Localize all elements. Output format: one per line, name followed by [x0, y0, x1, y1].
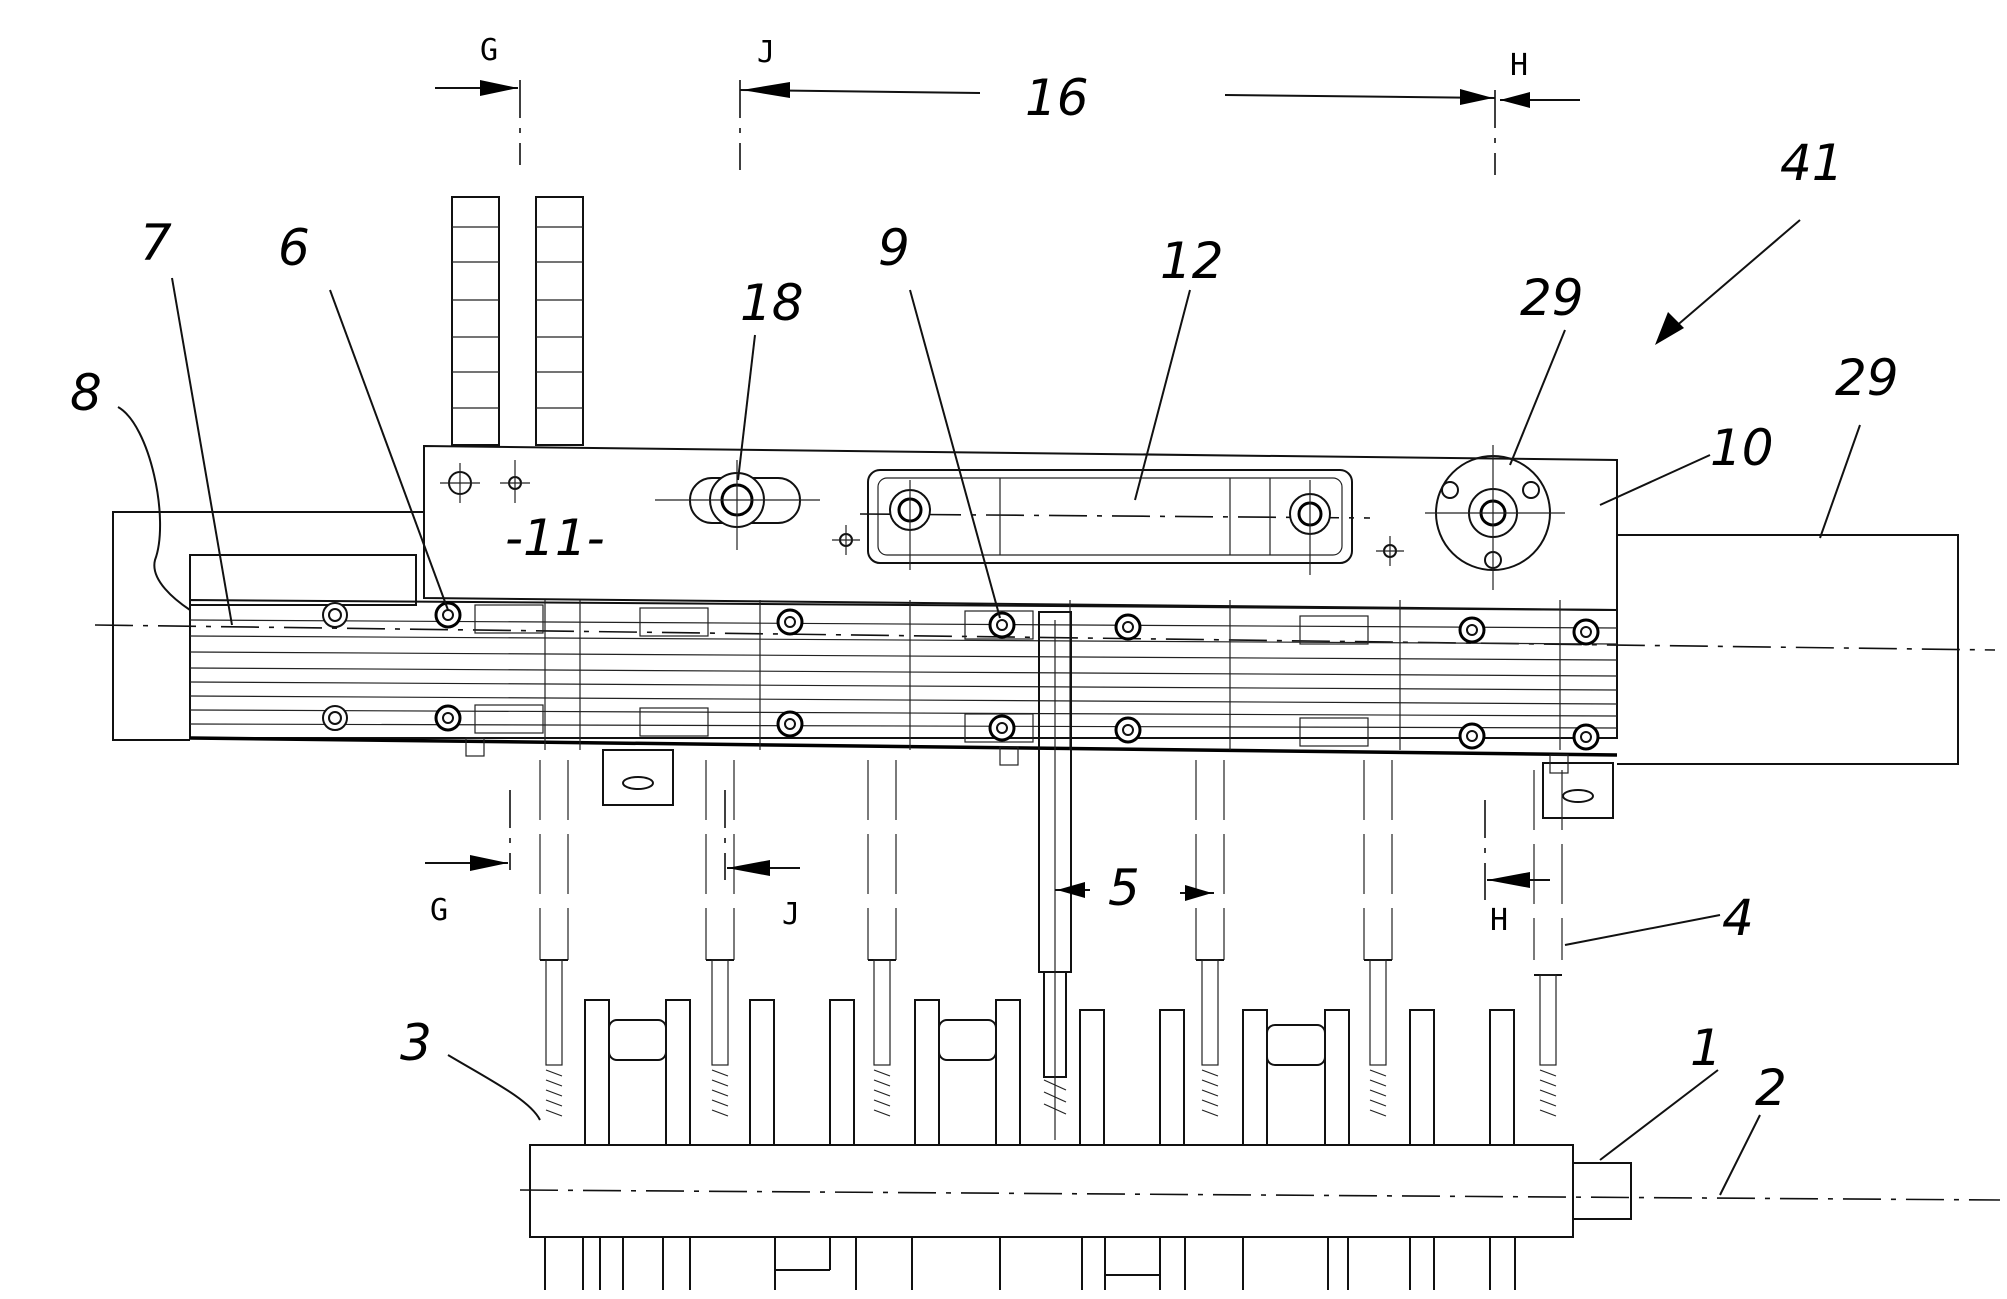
label-1: 1 [1690, 1019, 1722, 1077]
leader-lines [118, 220, 1860, 1195]
label-9: 9 [878, 219, 910, 277]
label-41: 41 [1780, 134, 1844, 192]
label-18: 29 [1520, 269, 1584, 327]
section-j-bottom: J [782, 897, 800, 932]
label-4: 4 [1722, 889, 1754, 947]
rail-7 [190, 600, 1617, 755]
label-7: 7 [140, 214, 172, 272]
section-h-top: H [1510, 48, 1528, 83]
label-5: 5 [1108, 859, 1140, 917]
label-17: 18 [740, 274, 804, 332]
stacked-blocks [452, 197, 583, 445]
workpiece-1 [520, 1000, 2000, 1290]
label-6: 6 [278, 219, 310, 277]
section-labels: G J H G J H [430, 33, 1528, 938]
label-11: -11- [505, 509, 605, 567]
label-16: 16 [1025, 69, 1089, 127]
section-markers [425, 80, 1580, 901]
reference-labels: 7 6 8 9 12 18 29 41 29 41 10 -11- 16 5 4… [70, 69, 1844, 1117]
section-h-bottom: H [1490, 903, 1508, 938]
label-8: 8 [70, 364, 102, 422]
section-g-top: G [480, 33, 498, 68]
central-spindle [1039, 612, 1071, 1140]
spindles-4 [540, 760, 1562, 1116]
section-g-bottom: G [430, 893, 448, 928]
label-29-visible: 29 [1835, 349, 1899, 407]
label-3: 3 [400, 1014, 432, 1072]
label-2: 2 [1755, 1059, 1787, 1117]
section-j-top: J [757, 35, 775, 70]
label-12: 12 [1160, 232, 1224, 290]
label-10: 10 [1710, 419, 1774, 477]
